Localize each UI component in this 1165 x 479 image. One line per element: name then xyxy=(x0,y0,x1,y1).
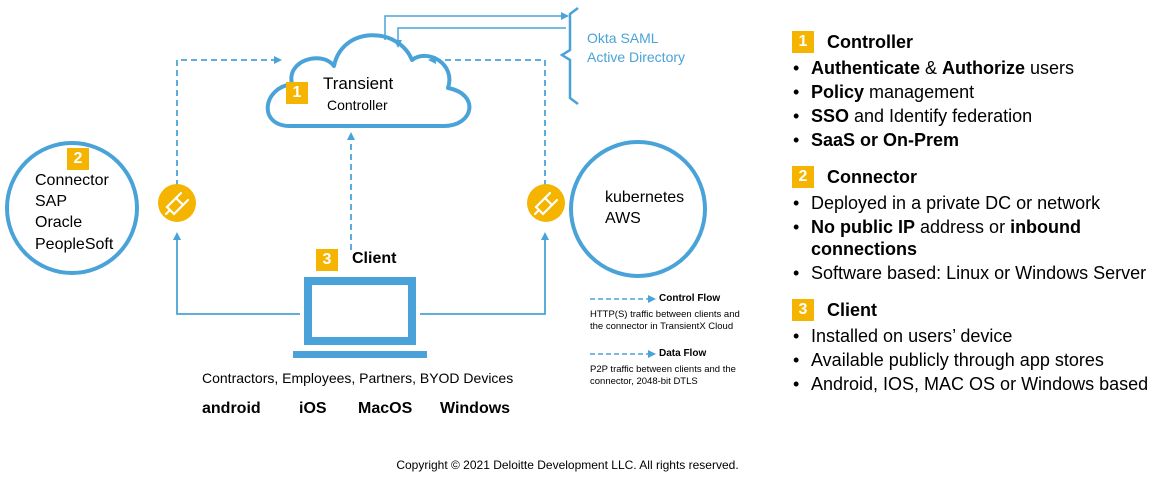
idp-brace xyxy=(559,7,579,105)
bullet-text: Authorize xyxy=(942,58,1026,78)
cloud-resources-circle xyxy=(569,140,707,278)
connector-section-title: Connector xyxy=(827,166,917,187)
client-number-badge: 3 xyxy=(316,249,338,271)
client-users-label: Contractors, Employees, Partners, BYOD D… xyxy=(202,370,514,386)
platform-macos: MacOS xyxy=(358,400,413,417)
info-panel: 1 Controller Authenticate & Authorize us… xyxy=(792,30,1160,409)
auth-request-line xyxy=(384,12,569,40)
connector-circle xyxy=(5,141,139,275)
bullet-item: No public IP address or inbound connecti… xyxy=(792,216,1160,260)
client-bullets: Installed on users’ deviceAvailable publ… xyxy=(792,325,1160,395)
bullet-item: SSO and Identify federation xyxy=(792,105,1160,127)
bullet-text: No public IP xyxy=(811,217,916,237)
connector-section-badge: 2 xyxy=(792,166,814,188)
controller-bullets: Authenticate & Authorize usersPolicy man… xyxy=(792,57,1160,151)
data-flow-left xyxy=(173,232,300,315)
bullet-item: Policy management xyxy=(792,81,1160,103)
legend-data-desc-2: connector, 2048-bit DTLS xyxy=(590,376,698,387)
bullet-item: Deployed in a private DC or network xyxy=(792,192,1160,214)
bullet-text: Android, IOS, MAC OS or Windows based xyxy=(811,374,1149,394)
bullet-text: Deployed in a private DC or network xyxy=(811,193,1101,213)
architecture-diagram xyxy=(5,7,707,358)
plug-icon xyxy=(158,184,196,222)
bullet-text: SSO xyxy=(811,106,850,126)
control-flow-right xyxy=(428,56,546,186)
auth-response-line xyxy=(394,27,566,48)
bullet-item: Authenticate & Authorize users xyxy=(792,57,1160,79)
bullet-text: Installed on users’ device xyxy=(811,326,1013,346)
bullet-text: users xyxy=(1025,58,1075,78)
connector-bullets: Deployed in a private DC or network No pu… xyxy=(792,192,1160,284)
platform-android: android xyxy=(202,400,261,417)
copyright-notice: Copyright © 2021 Deloitte Development LL… xyxy=(396,458,739,472)
bullet-item: Installed on users’ device xyxy=(792,325,1160,347)
connector-section: 2 Connector Deployed in a private DC or … xyxy=(792,165,1160,284)
bullet-text: SaaS or On-Prem xyxy=(811,130,960,150)
cloud-icon xyxy=(265,33,472,128)
bullet-item: SaaS or On-Prem xyxy=(792,129,1160,151)
controller-section-badge: 1 xyxy=(792,31,814,53)
controller-subtitle: Controller xyxy=(327,97,388,113)
bullet-text: Authenticate xyxy=(811,58,921,78)
controller-title: Transient xyxy=(323,74,394,93)
connector-label: Connector xyxy=(35,172,109,189)
idp-okta-label: Okta SAML xyxy=(587,30,659,46)
controller-number-badge: 1 xyxy=(286,82,308,104)
bullet-item: Available publicly through app stores xyxy=(792,349,1160,371)
bullet-item: Android, IOS, MAC OS or Windows based xyxy=(792,373,1160,395)
bullet-text: & xyxy=(920,58,943,78)
legend-control-title: Control Flow xyxy=(659,293,721,304)
bullet-text: inbound connections xyxy=(811,217,1082,259)
controller-section-title: Controller xyxy=(827,31,914,52)
idp-ad-label: Active Directory xyxy=(587,49,686,65)
bullet-text: address or xyxy=(915,217,1011,237)
bullet-text: Policy xyxy=(811,82,865,102)
plug-icon xyxy=(527,184,565,222)
client-title: Client xyxy=(352,250,397,267)
client-section: 3 Client Installed on users’ deviceAvail… xyxy=(792,298,1160,395)
controller-section: 1 Controller Authenticate & Authorize us… xyxy=(792,30,1160,151)
bullet-text: and Identify federation xyxy=(849,106,1033,126)
connector-sap-label: SAP xyxy=(35,193,68,210)
platform-windows: Windows xyxy=(440,400,511,417)
platform-ios: iOS xyxy=(299,400,327,417)
client-section-title: Client xyxy=(827,299,878,320)
aws-label: AWS xyxy=(605,210,641,227)
legend-control-desc-2: the connector in TransientX Cloud xyxy=(590,321,734,332)
bullet-text: Available publicly through app stores xyxy=(811,350,1104,370)
control-flow-left xyxy=(176,56,282,186)
legend-data-title: Data Flow xyxy=(659,348,707,359)
bullet-item: Software based: Linux or Windows Server xyxy=(792,262,1160,284)
client-section-badge: 3 xyxy=(792,299,814,321)
connector-number-badge: 2 xyxy=(67,148,89,170)
connector-peoplesoft-label: PeopleSoft xyxy=(35,236,114,253)
laptop-icon xyxy=(293,277,427,358)
legend-control-desc-1: HTTP(S) traffic between clients and xyxy=(590,309,740,320)
bullet-text: management xyxy=(864,82,975,102)
bullet-text: Software based: Linux or Windows Server xyxy=(811,263,1147,283)
data-flow-right xyxy=(420,232,549,315)
connector-oracle-label: Oracle xyxy=(35,214,83,231)
kubernetes-label: kubernetes xyxy=(605,189,685,206)
legend-data-desc-1: P2P traffic between clients and the xyxy=(590,364,736,375)
